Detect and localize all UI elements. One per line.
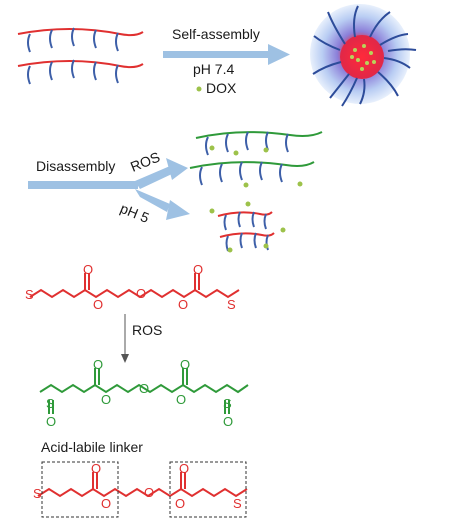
acid-labile-linker-label: Acid-labile linker	[41, 439, 143, 455]
atom-o-2: O	[93, 297, 104, 312]
polymer-chain-icon	[17, 27, 144, 85]
atom-o-13: O	[91, 461, 102, 476]
dox-legend-dot	[196, 86, 202, 92]
atom-o-17: O	[179, 461, 190, 476]
atom-o-1: O	[83, 262, 94, 277]
ros-reaction-label: ROS	[132, 322, 163, 338]
ph-7-4-label: pH 7.4	[193, 61, 235, 77]
atom-s-4: S	[223, 396, 232, 411]
atom-o-3: O	[136, 286, 147, 301]
self-assembly-label: Self-assembly	[172, 26, 260, 42]
atom-o-10: O	[176, 392, 187, 407]
atom-o-6: O	[46, 414, 57, 429]
atom-o-9: O	[139, 381, 150, 396]
ros-product-chains	[189, 131, 323, 188]
acid-labile-linker-structure	[37, 472, 248, 498]
atom-o-7: O	[93, 357, 104, 372]
atom-o-5: O	[193, 262, 204, 277]
sulfoxide-linker-structure	[39, 368, 249, 414]
disassembly-label: Disassembly	[36, 158, 116, 174]
atom-s-3: S	[46, 396, 55, 411]
atom-o-4: O	[178, 297, 189, 312]
atom-s-5: S	[33, 486, 42, 501]
thioether-linker-structure	[29, 273, 240, 299]
atom-s-6: S	[233, 496, 242, 511]
acid-labile-box-right	[169, 461, 247, 518]
atom-o-16: O	[175, 496, 186, 511]
atom-o-12: O	[223, 414, 234, 429]
micelle-icon	[310, 4, 417, 107]
atom-o-8: O	[101, 392, 112, 407]
atom-o-15: O	[144, 485, 155, 500]
atom-o-14: O	[101, 496, 112, 511]
atom-o-11: O	[180, 357, 191, 372]
acid-labile-box-left	[41, 461, 119, 518]
reaction-arrow-icon	[121, 314, 129, 363]
dox-label: DOX	[206, 80, 237, 96]
disassembly-arrow	[28, 158, 190, 220]
atom-s-1: S	[25, 287, 34, 302]
atom-s-2: S	[227, 297, 236, 312]
acid-product-chains	[209, 201, 286, 253]
self-assembly-arrow	[163, 44, 290, 65]
